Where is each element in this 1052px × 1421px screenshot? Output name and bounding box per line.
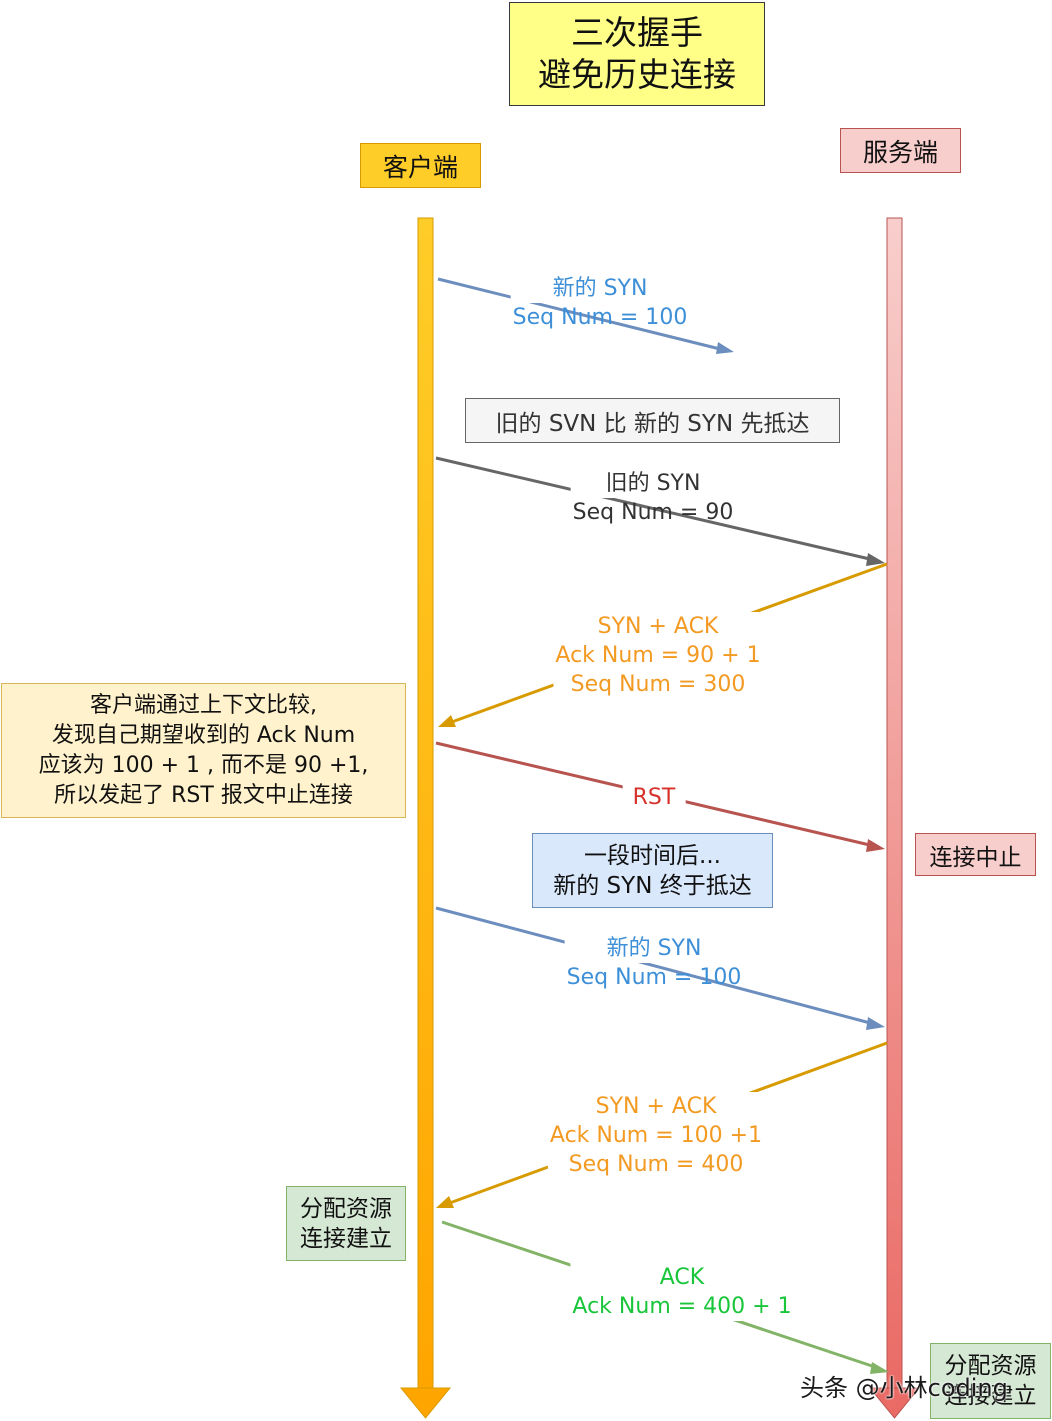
note-line: 连接建立 <box>944 1383 1037 1409</box>
message-line: Ack Num = 100 +1 <box>547 1121 765 1150</box>
message-line: Seq Num = 100 <box>566 965 742 990</box>
note-line: 分配资源 <box>300 1195 392 1222</box>
message-label-ack: ACK Ack Num = 400 + 1 <box>570 1263 794 1321</box>
title-line-1: 三次握手 <box>571 13 703 52</box>
message-label-rst: RST <box>622 783 686 812</box>
message-line: Ack Num = 90 + 1 <box>553 641 763 670</box>
message-line: RST <box>622 783 686 812</box>
message-label-syn-ack-1: SYN + ACK Ack Num = 90 + 1 Seq Num = 300 <box>553 612 763 699</box>
note-old-syn-first: 旧的 SVN 比 新的 SYN 先抵达 <box>465 398 840 443</box>
message-line: Seq Num = 300 <box>553 670 763 699</box>
note-client-compare: 客户端通过上下文比较, 发现自己期望收到的 Ack Num 应该为 100 + … <box>1 683 406 818</box>
note-line: 客户端通过上下文比较, <box>90 692 317 718</box>
arrow-new-syn-1 <box>437 277 734 354</box>
note-line: 发现自己期望收到的 Ack Num <box>51 722 356 748</box>
message-line: SYN + ACK <box>547 1092 765 1121</box>
message-line: ACK <box>570 1263 794 1292</box>
message-line: Seq Num = 90 <box>572 500 734 525</box>
watermark: 头条 @小林coding <box>800 1374 1008 1402</box>
client-actor: 客户端 <box>360 143 481 188</box>
note-line: 连接建立 <box>300 1225 392 1252</box>
server-actor: 服务端 <box>840 128 961 173</box>
message-label-syn-ack-2: SYN + ACK Ack Num = 100 +1 Seq Num = 400 <box>547 1092 765 1179</box>
note-line: 应该为 100 + 1 , 而不是 90 +1, <box>38 752 369 778</box>
note-connection-aborted: 连接中止 <box>915 833 1036 876</box>
arrow-old-syn <box>435 456 885 566</box>
client-lifeline <box>399 217 452 1419</box>
message-line: 新的 SYN <box>510 274 690 303</box>
message-line: 旧的 SYN <box>570 469 736 498</box>
title-line-2: 避免历史连接 <box>538 55 736 94</box>
message-label-old-syn: 旧的 SYN Seq Num = 90 <box>570 469 736 527</box>
message-line: Seq Num = 400 <box>547 1150 765 1179</box>
diagram-title: 三次握手 避免历史连接 <box>509 2 765 106</box>
note-server-established: 分配资源 连接建立 <box>930 1343 1051 1419</box>
note-later-new-syn: 一段时间后... 新的 SYN 终于抵达 <box>532 833 773 908</box>
message-label-new-syn-1: 新的 SYN Seq Num = 100 <box>510 274 690 332</box>
note-line: 分配资源 <box>944 1353 1037 1379</box>
arrow-new-syn-2 <box>435 906 885 1030</box>
server-lifeline <box>868 217 921 1419</box>
message-line: Seq Num = 100 <box>512 305 688 330</box>
note-line: 所以发起了 RST 报文中止连接 <box>54 782 353 808</box>
message-line: Ack Num = 400 + 1 <box>570 1292 794 1321</box>
message-line: 新的 SYN <box>564 934 744 963</box>
note-line: 一段时间后... <box>584 842 721 869</box>
note-line: 新的 SYN 终于抵达 <box>553 872 752 899</box>
message-label-new-syn-2: 新的 SYN Seq Num = 100 <box>564 934 744 992</box>
message-line: SYN + ACK <box>553 612 763 641</box>
note-client-established: 分配资源 连接建立 <box>286 1186 406 1261</box>
